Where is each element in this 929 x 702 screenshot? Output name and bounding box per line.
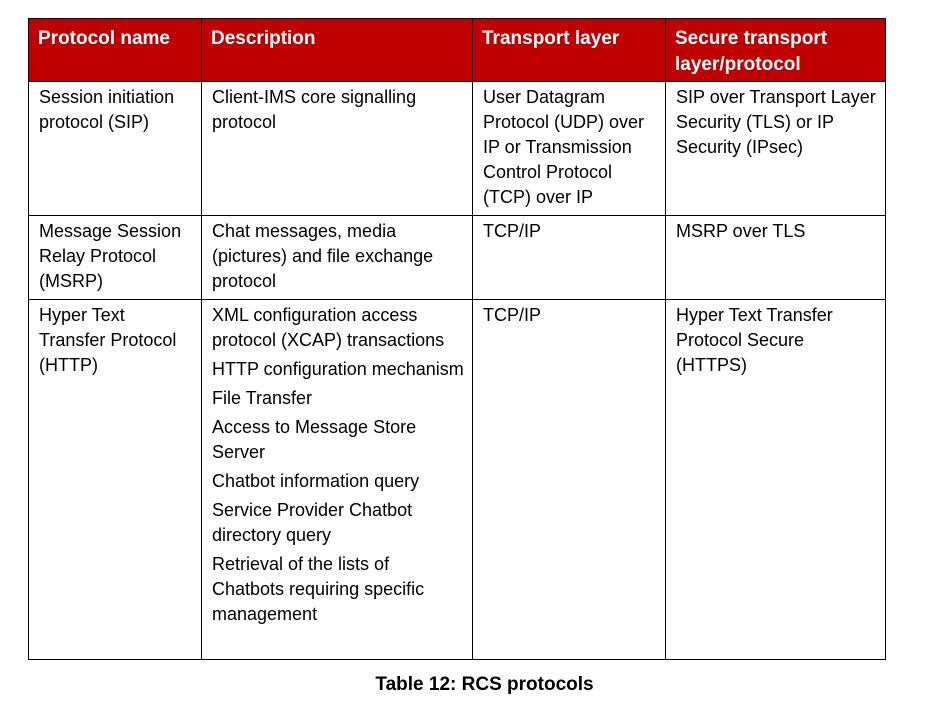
description-entry: Service Provider Chatbot directory query [212,500,413,545]
cell-transport-layer: TCP/IP [472,299,666,660]
cell-secure-transport: MSRP over TLS [665,215,886,300]
rcs-protocols-table: Protocol name Description Transport laye… [28,18,886,660]
table-header-row: Protocol name Description Transport laye… [28,18,886,82]
header-transport-layer: Transport layer [472,18,666,82]
table-caption: Table 12: RCS protocols [375,674,594,695]
description-entry: HTTP configuration mechanism [212,359,464,379]
description-entry: Retrieval of the lists of Chatbots requi… [212,554,425,624]
header-protocol-name: Protocol name [28,18,202,82]
description-entry: Client-IMS core signalling protocol [212,87,417,132]
cell-protocol-name: Message Session Relay Protocol (MSRP) [28,215,202,300]
cell-description: XML configuration access protocol (XCAP)… [201,299,473,660]
description-entry: Chatbot information query [212,471,420,491]
table-row: Hyper Text Transfer Protocol (HTTP) XML … [28,299,886,660]
description-entry: Chat messages, media (pictures) and file… [212,221,434,291]
header-secure-transport: Secure transport layer/protocol [665,18,886,82]
cell-protocol-name: Session initiation protocol (SIP) [28,81,202,216]
header-description: Description [201,18,473,82]
cell-secure-transport: Hyper Text Transfer Protocol Secure (HTT… [665,299,886,660]
cell-description: Chat messages, media (pictures) and file… [201,215,473,300]
cell-transport-layer: TCP/IP [472,215,666,300]
description-entry: Access to Message Store Server [212,417,417,462]
cell-transport-layer: User Datagram Protocol (UDP) over IP or … [472,81,666,216]
cell-protocol-name: Hyper Text Transfer Protocol (HTTP) [28,299,202,660]
cell-secure-transport: SIP over Transport Layer Security (TLS) … [665,81,886,216]
description-entry: File Transfer [212,388,313,408]
table-row: Message Session Relay Protocol (MSRP) Ch… [28,215,886,300]
description-entry: XML configuration access protocol (XCAP)… [212,305,445,350]
cell-description: Client-IMS core signalling protocol [201,81,473,216]
table-row: Session initiation protocol (SIP) Client… [28,81,886,216]
